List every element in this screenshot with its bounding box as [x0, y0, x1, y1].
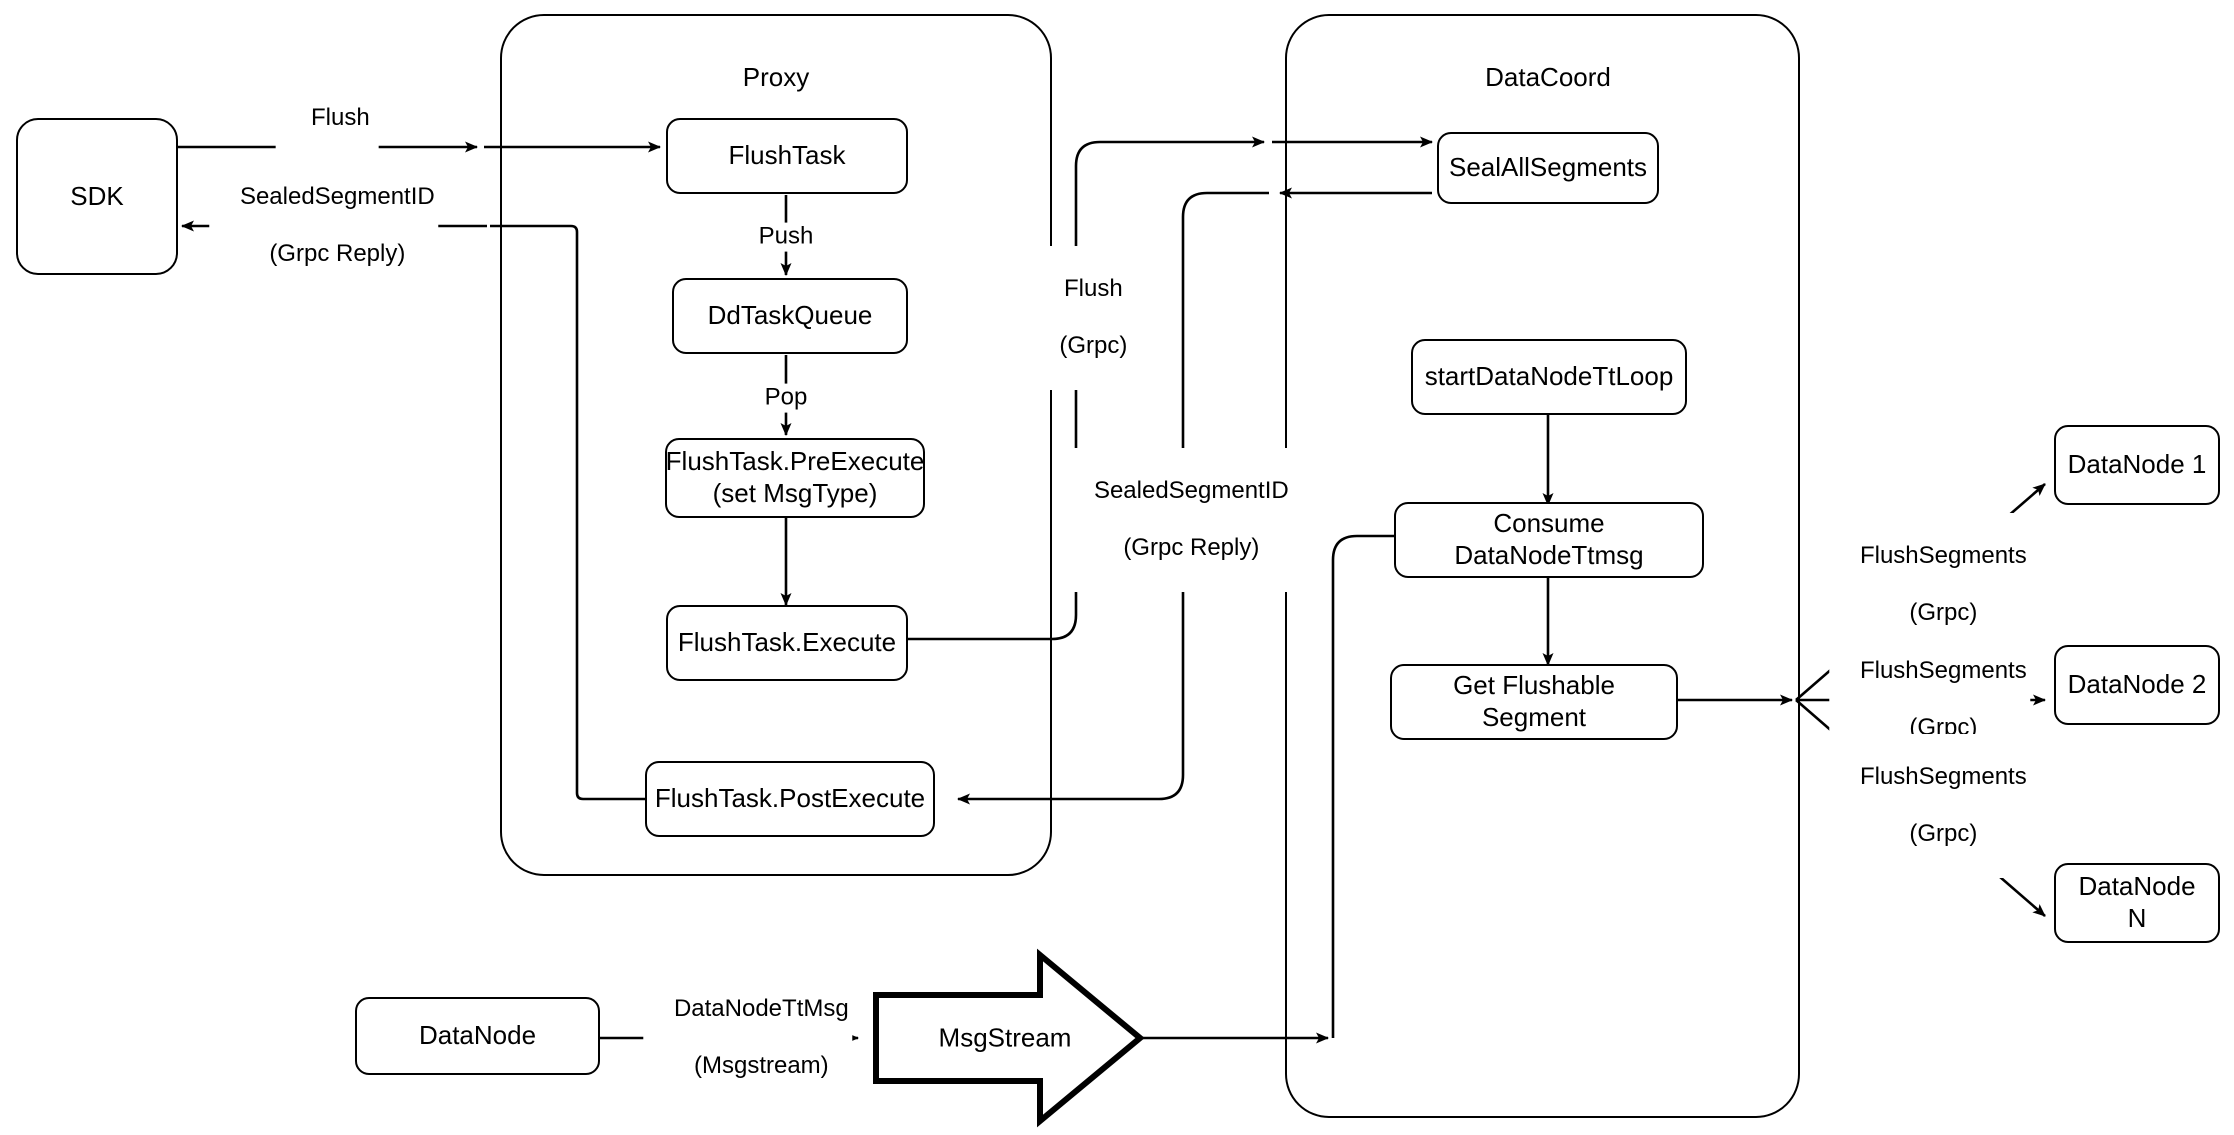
edge-label-ttmsg-line1: DataNodeTtMsg [673, 994, 849, 1022]
edge-label-flush-line1: Flush [310, 103, 370, 131]
edge-label-fs3-line1: FlushSegments [1859, 762, 2027, 790]
node-msgstream-label[interactable]: MsgStream [938, 1022, 1072, 1053]
node-datanode2[interactable]: DataNode 2 [2054, 645, 2220, 725]
msgstream-arrow-shape [873, 948, 1145, 1128]
wire-postexecute-to-sdk-return [490, 224, 645, 801]
edge-label-flush-dc-line1: Flush [1063, 274, 1123, 302]
edge-label-fs1-line1: FlushSegments [1859, 541, 2027, 569]
node-flushtask-preexecute-line1: FlushTask.PreExecute [665, 446, 925, 477]
wire-datacoord-ttmsg-up-to-consume [1331, 530, 1419, 1038]
node-get-flushable-segment[interactable]: Get Flushable Segment [1390, 664, 1678, 740]
edge-label-sealedsegmentid-line2: (Grpc Reply) [269, 240, 406, 268]
edge-label-fs3-line2: (Grpc) [1909, 820, 1978, 848]
node-consume-datanodettmsg[interactable]: Consume DataNodeTtmsg [1394, 502, 1704, 578]
edge-label-sealedsegmentid-line1: SealedSegmentID [239, 182, 435, 210]
edge-label-flush-dc-line2: (Grpc) [1059, 332, 1128, 360]
edge-label-datanode-ttmsg: DataNodeTtMsg (Msgstream) [643, 966, 853, 1110]
container-proxy [500, 14, 1052, 876]
node-flushtask-preexecute[interactable]: FlushTask.PreExecute (set MsgType) [665, 438, 925, 518]
edge-label-proxy-to-sdk: SealedSegmentID (Grpc Reply) [209, 154, 439, 298]
node-flushtask-preexecute-line2: (set MsgType) [712, 478, 878, 508]
edge-label-fs2-line1: FlushSegments [1859, 656, 2027, 684]
wire-execute-to-datacoord [908, 136, 1265, 641]
node-sdk[interactable]: SDK [16, 118, 178, 275]
edge-label-ttmsg-line2: (Msgstream) [693, 1052, 829, 1080]
node-startdatanodettloop[interactable]: startDataNodeTtLoop [1411, 339, 1687, 415]
container-datacoord-title: DataCoord [1485, 62, 1611, 92]
node-flushtask-execute[interactable]: FlushTask.Execute [666, 605, 908, 681]
edge-label-sealed-dc-line2: (Grpc Reply) [1123, 534, 1260, 562]
node-flushtask-postexecute[interactable]: FlushTask.PostExecute [645, 761, 935, 837]
node-sealallsegments[interactable]: SealAllSegments [1437, 132, 1659, 204]
node-datanoden[interactable]: DataNode N [2054, 863, 2220, 943]
node-ddtaskqueue[interactable]: DdTaskQueue [672, 278, 908, 354]
node-datanode1[interactable]: DataNode 1 [2054, 425, 2220, 505]
edge-label-flushsegments-3: FlushSegments (Grpc) [1829, 734, 2031, 878]
edge-label-proxy-to-datacoord: Flush (Grpc) [1028, 246, 1132, 390]
edge-label-pop: Pop [760, 383, 812, 413]
edge-label-push: Push [754, 222, 818, 252]
node-flushtask[interactable]: FlushTask [666, 118, 908, 194]
edge-label-sealed-dc-line1: SealedSegmentID [1093, 476, 1289, 504]
node-datanode-bottom[interactable]: DataNode [355, 997, 600, 1075]
edge-label-datacoord-to-proxy: SealedSegmentID (Grpc Reply) [1063, 448, 1293, 592]
container-proxy-title: Proxy [742, 62, 810, 92]
edge-label-fs1-line2: (Grpc) [1909, 599, 1978, 627]
